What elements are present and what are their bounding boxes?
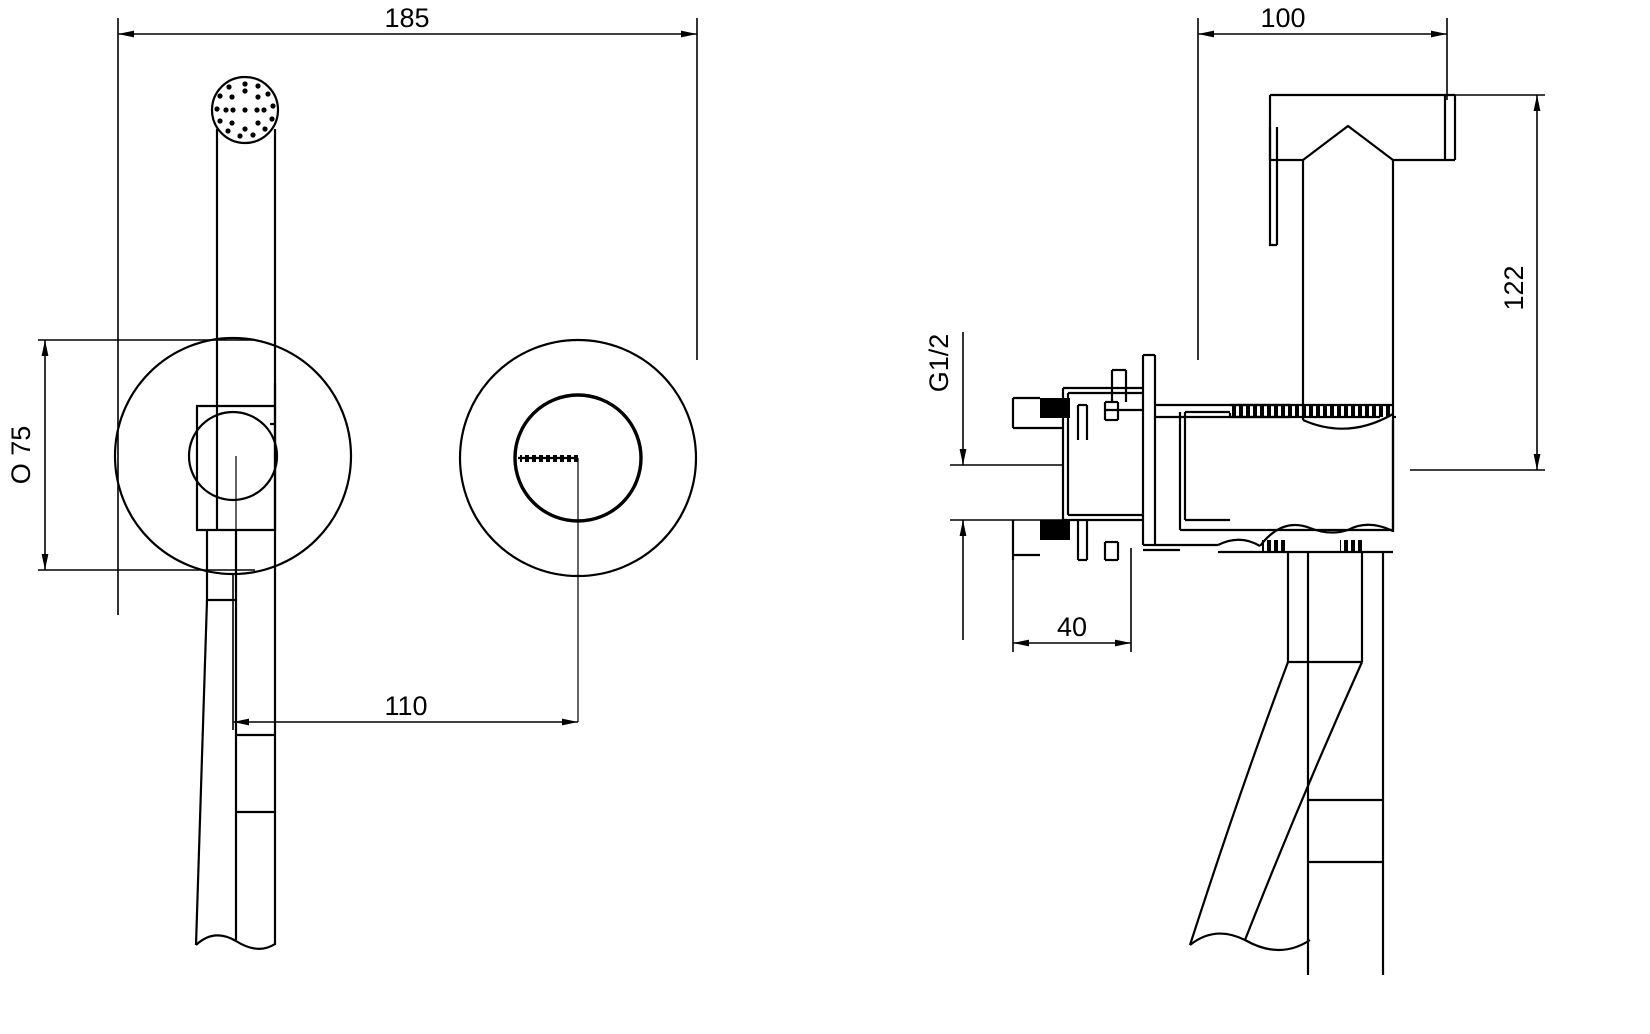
mixer-valve-plate xyxy=(458,338,698,722)
round-wall-plate xyxy=(113,336,353,576)
dimension-40-label: 40 xyxy=(1057,612,1087,642)
dimension-40: 40 xyxy=(1012,548,1132,652)
dimension-185: 185 xyxy=(117,3,698,615)
dimension-122: 122 xyxy=(1410,94,1545,471)
dimension-110: 110 xyxy=(232,575,578,730)
dimension-100-label: 100 xyxy=(1260,3,1305,33)
spray-gun-body xyxy=(1230,93,1457,532)
dimension-122-label: 122 xyxy=(1499,265,1529,310)
spray-holes xyxy=(214,81,276,139)
hose-side xyxy=(1188,552,1364,951)
holder-block-side xyxy=(1178,410,1395,532)
dimension-100: 100 xyxy=(1197,3,1448,360)
dimension-g12: G1/2 xyxy=(924,332,1063,640)
side-view: 100 xyxy=(924,3,1545,975)
hose-connector xyxy=(1155,523,1394,554)
hand-spray-head xyxy=(210,75,280,424)
wall-plate-side xyxy=(1141,353,1157,547)
handle-shaft-side xyxy=(1306,552,1385,975)
dimension-110-label: 110 xyxy=(384,691,427,721)
front-view: 185 xyxy=(6,3,698,950)
dimension-g12-label: G1/2 xyxy=(924,334,954,393)
hose xyxy=(194,456,277,950)
dimension-diameter-75-label: O 75 xyxy=(6,426,36,485)
feed-tube-upper xyxy=(1155,403,1290,419)
dimension-185-label: 185 xyxy=(384,3,429,33)
valve-cartridge xyxy=(1011,368,1180,562)
valve-lever xyxy=(518,455,578,462)
dimension-diameter-75: O 75 xyxy=(6,339,255,571)
